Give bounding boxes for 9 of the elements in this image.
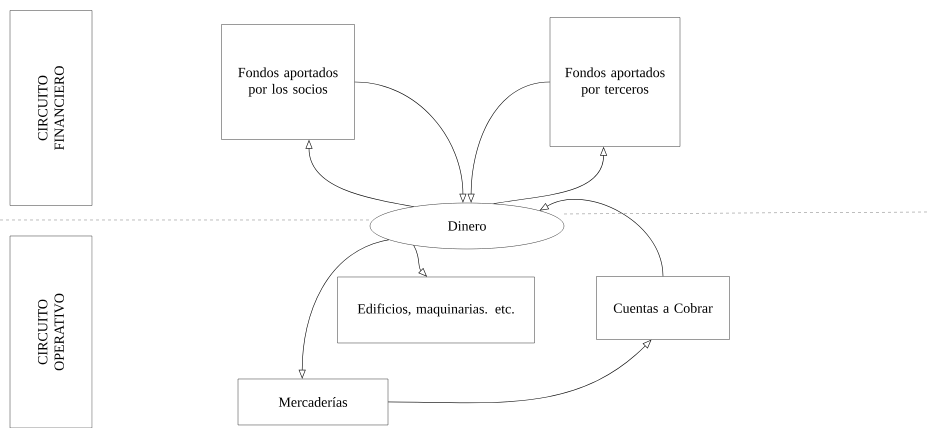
- arrow: [388, 340, 652, 404]
- process-box: Fondos aportados por los socios: [221, 24, 355, 140]
- process-box: Mercaderías: [238, 378, 388, 426]
- ellipse-node: Dinero: [370, 202, 564, 250]
- section-label-box: CIRCUITO FINANCIERO: [10, 10, 92, 206]
- section-label-box: CIRCUITO OPERATIVO: [10, 236, 92, 428]
- process-box: Cuentas a Cobrar: [596, 276, 730, 340]
- process-box: Edificios, maquinarias. etc.: [337, 276, 535, 344]
- process-box: Fondos aportados por terceros: [550, 17, 680, 147]
